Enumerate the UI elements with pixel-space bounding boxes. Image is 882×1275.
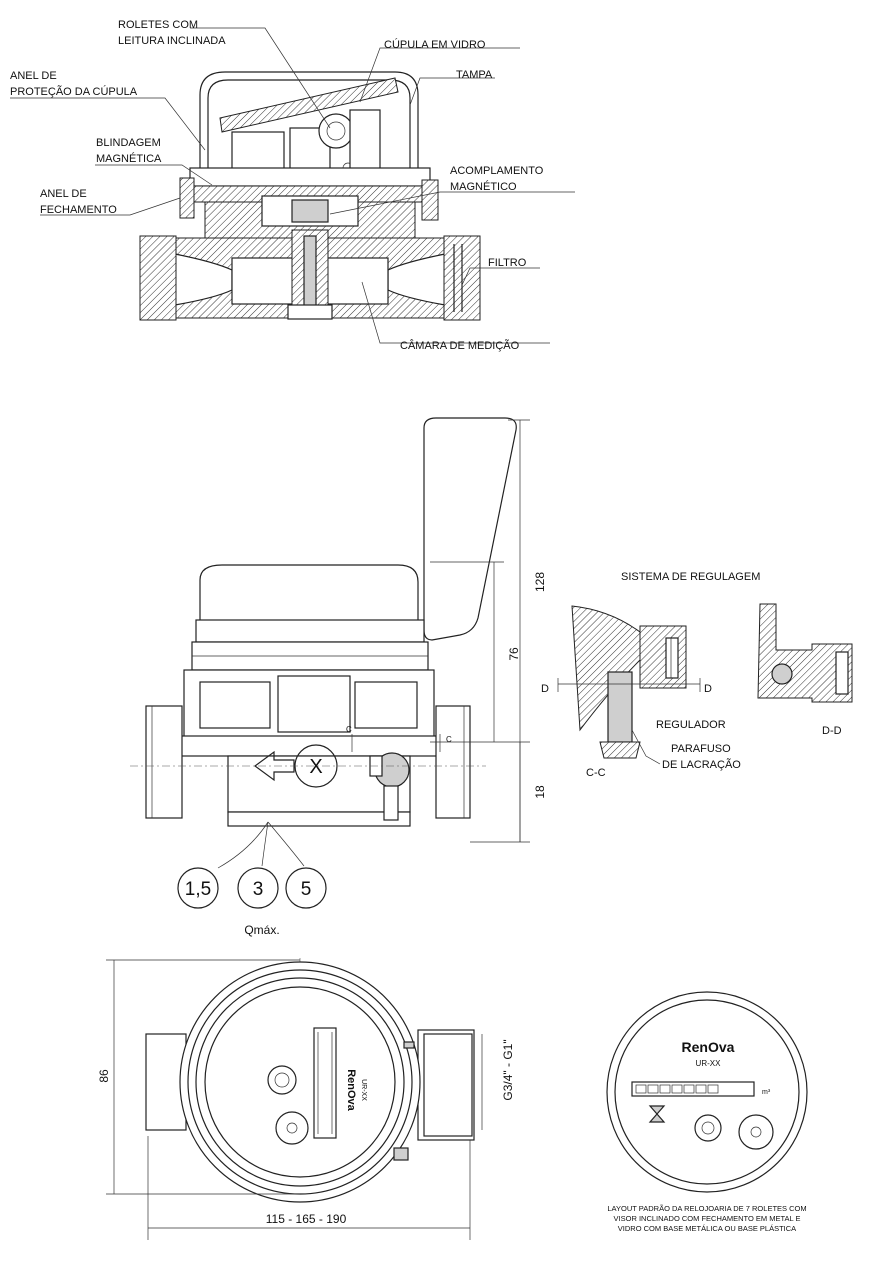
dial-model: UR-XX bbox=[696, 1059, 722, 1068]
d-mark-right: D bbox=[704, 683, 712, 695]
label-regulador: REGULADOR bbox=[656, 719, 726, 731]
label-blindagem: BLINDAGEM bbox=[96, 137, 161, 149]
label-leitura-inclinada: LEITURA INCLINADA bbox=[118, 35, 226, 47]
section-c-left: C bbox=[346, 725, 352, 734]
label-roletes: ROLETES COM bbox=[118, 19, 198, 31]
label-anel-protecao-2: PROTEÇÃO DA CÚPULA bbox=[10, 85, 138, 98]
label-anel-fechamento-2: FECHAMENTO bbox=[40, 204, 117, 216]
qmax-value-1: 1,5 bbox=[185, 879, 211, 900]
label-camara-medicao: CÂMARA DE MEDIÇÃO bbox=[400, 339, 520, 352]
regulation-system-drawing bbox=[557, 603, 853, 765]
label-magnetico: MAGNÉTICO bbox=[450, 180, 517, 193]
regulation-system-labels: SISTEMA DE REGULAGEM D D REGULADOR PARAF… bbox=[541, 571, 842, 779]
dim-length: 115 - 165 - 190 bbox=[266, 1212, 347, 1226]
d-mark-left: D bbox=[541, 683, 549, 695]
label-tampa: TAMPA bbox=[456, 69, 493, 81]
section-view-labels: ROLETES COM LEITURA INCLINADA CÚPULA EM … bbox=[10, 19, 544, 352]
dim-base-height: 18 bbox=[533, 785, 547, 799]
qmax-value-3: 5 bbox=[301, 879, 312, 900]
dim-height-86: 86 bbox=[97, 1069, 111, 1083]
dial-layout-digits bbox=[635, 1084, 719, 1094]
dim-total-height: 128 bbox=[533, 572, 547, 592]
side-view-drawing bbox=[130, 417, 530, 909]
dial-unit: m³ bbox=[762, 1089, 771, 1096]
label-anel-fechamento-1: ANEL DE bbox=[40, 188, 87, 200]
dial-brand: RenOva bbox=[682, 1039, 735, 1055]
side-view-labels: 128 76 18 C C X 1,5 3 5 Qmáx. bbox=[185, 572, 547, 937]
label-cupula-vidro: CÚPULA EM VIDRO bbox=[384, 38, 486, 51]
label-anel-protecao-1: ANEL DE bbox=[10, 70, 57, 82]
label-acoplamento: ACOMPLAMENTO bbox=[450, 165, 544, 177]
top-view-drawing bbox=[106, 958, 483, 1240]
label-section-cc: C-C bbox=[586, 767, 606, 779]
qmax-label: Qmáx. bbox=[244, 923, 279, 937]
dim-thread: G3/4" - G1" bbox=[501, 1039, 515, 1100]
top-view-labels: 86 G3/4" - G1" 115 - 165 - 190 RenOva UR… bbox=[97, 1039, 515, 1226]
qmax-value-2: 3 bbox=[253, 879, 264, 900]
label-de-lacracao: DE LACRAÇÃO bbox=[662, 758, 741, 771]
label-section-dd: D-D bbox=[822, 725, 842, 737]
dial-brand-rotated: RenOva bbox=[345, 1069, 357, 1111]
dial-caption-line-3: VIDRO COM BASE METÁLICA OU BASE PLÁSTICA bbox=[618, 1224, 796, 1233]
section-c-right: C bbox=[446, 735, 452, 744]
dial-model-rotated: UR-XX bbox=[360, 1079, 367, 1101]
dim-body-height: 76 bbox=[507, 647, 521, 661]
dial-caption-line-2: VISOR INCLINADO COM FECHAMENTO EM METAL … bbox=[614, 1214, 801, 1223]
regulation-title: SISTEMA DE REGULAGEM bbox=[621, 571, 760, 583]
dial-layout-labels: RenOva UR-XX m³ LAYOUT PADRÃO DA RELOJOA… bbox=[607, 1039, 806, 1233]
flow-mark: X bbox=[309, 756, 322, 778]
label-parafuso: PARAFUSO bbox=[671, 743, 731, 755]
section-view-drawing bbox=[10, 27, 575, 344]
dial-layout-drawing bbox=[606, 991, 808, 1193]
label-filtro: FILTRO bbox=[488, 257, 527, 269]
dial-caption-line-1: LAYOUT PADRÃO DA RELOJOARIA DE 7 ROLETES… bbox=[607, 1204, 806, 1213]
label-magnetica: MAGNÉTICA bbox=[96, 152, 162, 165]
